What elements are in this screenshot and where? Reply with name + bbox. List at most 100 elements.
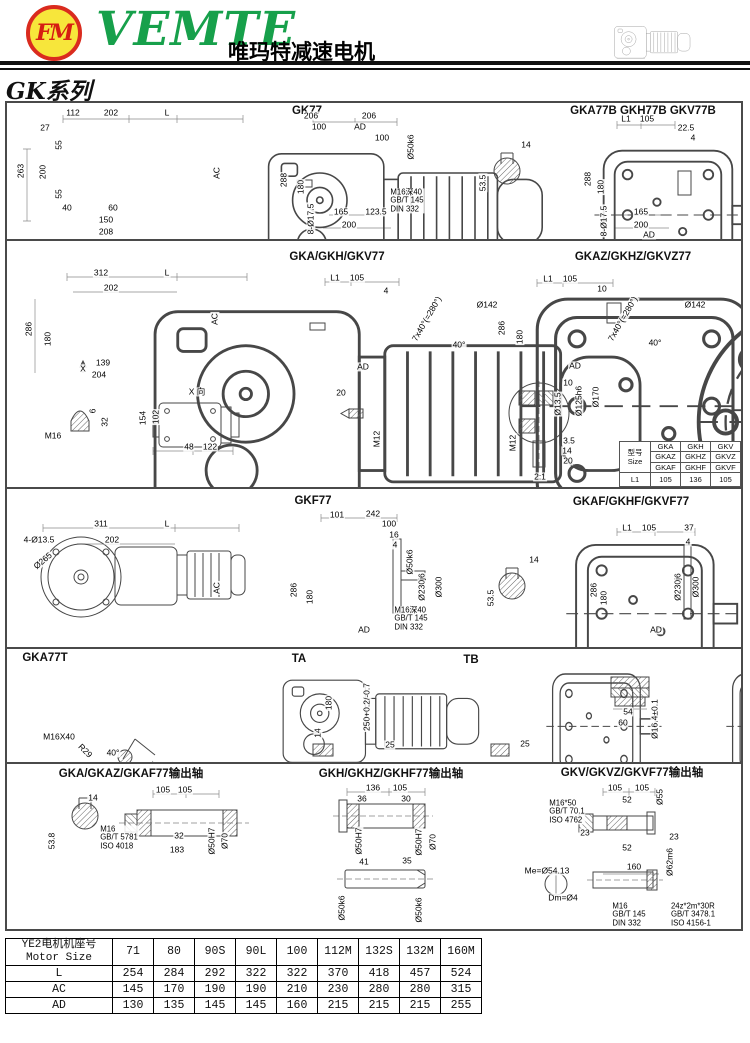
dim-label: 105 [176, 784, 194, 795]
dim-label: 200 [37, 163, 48, 181]
output-shaft-drawings [71, 788, 663, 898]
dim-label: 105 [348, 272, 366, 283]
dim-label: 112 [65, 107, 81, 118]
motor-table-cell: 524 [440, 965, 482, 982]
size-table-header-cell: 型号 Size [619, 440, 651, 474]
dim-label: M12 [371, 429, 382, 449]
dim-label: 154 [137, 409, 148, 427]
panel-gk77: GK77GKA77B GKH77B GKV77B27112202L5526320… [7, 103, 741, 241]
motor-table-cell: 135 [153, 997, 195, 1014]
dim-label: 14 [528, 554, 540, 565]
dim-label: Ø62m6 [664, 847, 675, 877]
dim-label: M12 [507, 433, 518, 453]
dim-label: 136 [364, 782, 382, 793]
dim-label: Ø125h6 [573, 384, 584, 418]
dim-label: 4 [689, 132, 697, 143]
dim-label: Ø50H7 [413, 827, 424, 857]
dim-label: 288 [582, 170, 593, 188]
dim-label: 286 [588, 581, 599, 599]
motor-table-size-header: 132M [399, 938, 441, 966]
dim-label: Ø70 [427, 832, 438, 852]
dim-label: Ø13.5 [552, 391, 563, 417]
dim-label: 105 [606, 782, 624, 793]
series-title: GK系列 [6, 78, 92, 105]
motor-table-cell: 145 [235, 997, 277, 1014]
dim-label: 150 [97, 214, 115, 225]
motor-table-size-header: 160M [440, 938, 482, 966]
header-rule-thin [0, 68, 750, 70]
dim-label: Ø50k6 [405, 133, 416, 161]
dim-label: 40° [647, 337, 663, 348]
size-table-cell: GKHF [680, 461, 711, 474]
motor-table-size-header: 132S [358, 938, 400, 966]
dim-label: 204 [90, 369, 108, 380]
dim-label: 14 [87, 792, 99, 803]
gka77t-ta-tb-drawings [117, 673, 741, 762]
dim-label: 55 [53, 188, 64, 200]
size-table-cell: GKV [710, 440, 741, 453]
dim-label: Ø50H7 [206, 826, 217, 856]
motor-table-cell: 322 [276, 965, 318, 982]
dim-label: M16 GB/T 145 DIN 332 [611, 901, 647, 928]
dim-label: 16 [388, 529, 400, 540]
dim-label: 2:1 [533, 471, 547, 482]
motor-table-cell: 418 [358, 965, 400, 982]
drawing-title: GKA77T [22, 652, 68, 664]
dim-label: 35 [401, 855, 413, 866]
gkf77-drawings [40, 514, 741, 647]
dim-label: 32 [173, 830, 185, 841]
dim-label: 4 [684, 536, 692, 547]
motor-table-cell: 190 [194, 981, 236, 998]
dim-label: 36 [356, 793, 368, 804]
motor-table-cell: 210 [276, 981, 318, 998]
drawing-title: GKAF/GKHF/GKVF77 [572, 496, 690, 508]
dim-label: 286 [288, 581, 299, 599]
dim-label: 180 [323, 694, 334, 712]
dim-label: 202 [102, 282, 120, 293]
dim-label: 14 [561, 445, 573, 456]
drawing-title: GKA/GKH/GKV77 [289, 251, 385, 263]
dim-label: M16深40 GB/T 145 DIN 332 [389, 187, 425, 214]
dim-label: 105 [638, 113, 656, 124]
size-table-cell: GKVF [710, 461, 741, 474]
motor-table-size-header: 71 [112, 938, 154, 966]
motor-table-cell: 130 [112, 997, 154, 1014]
dim-label: L [163, 107, 171, 118]
dim-label: M16 [43, 430, 63, 441]
dim-label: Ø230j6 [416, 572, 427, 602]
size-table-cell: GKAZ [650, 451, 681, 463]
dim-label: Me=Ø54.13 [523, 865, 571, 876]
dim-label: M16*50 GB/T 70.1 ISO 4762 [548, 798, 586, 825]
drawing-title: TA [291, 653, 307, 665]
dim-label: 122 [201, 441, 219, 452]
motor-table-row-label: AC [5, 981, 113, 998]
dim-label: AD [356, 361, 370, 372]
size-table-l1-cell: 136 [680, 472, 711, 488]
dim-label: L1 [620, 113, 632, 124]
dim-label: 55 [53, 139, 64, 151]
dim-label: 105 [633, 782, 651, 793]
dim-label: 206 [360, 110, 378, 121]
motor-table-cell: 190 [235, 981, 277, 998]
size-table-l1-cell: L1 [619, 472, 651, 488]
motor-table-cell: 215 [317, 997, 359, 1014]
dim-label: 41 [358, 856, 370, 867]
dim-label: 53.5 [477, 173, 488, 193]
motor-table-cell: 280 [358, 981, 400, 998]
motor-table-row-label: L [5, 965, 113, 982]
dim-label: 100 [373, 132, 391, 143]
dim-label: M16X40 [42, 731, 76, 742]
dim-label: 123.5 [364, 206, 388, 217]
brand-logo-text: FM [36, 20, 74, 46]
dim-label: 180 [598, 589, 609, 607]
motor-table-cell: 145 [194, 997, 236, 1014]
dim-label: AC [211, 166, 222, 180]
dim-label: 20 [335, 387, 347, 398]
dim-label: 100 [380, 518, 398, 529]
motor-table-cell: 160 [276, 997, 318, 1014]
dim-label: Ø55 [654, 787, 665, 807]
dim-label: AD [353, 121, 367, 132]
